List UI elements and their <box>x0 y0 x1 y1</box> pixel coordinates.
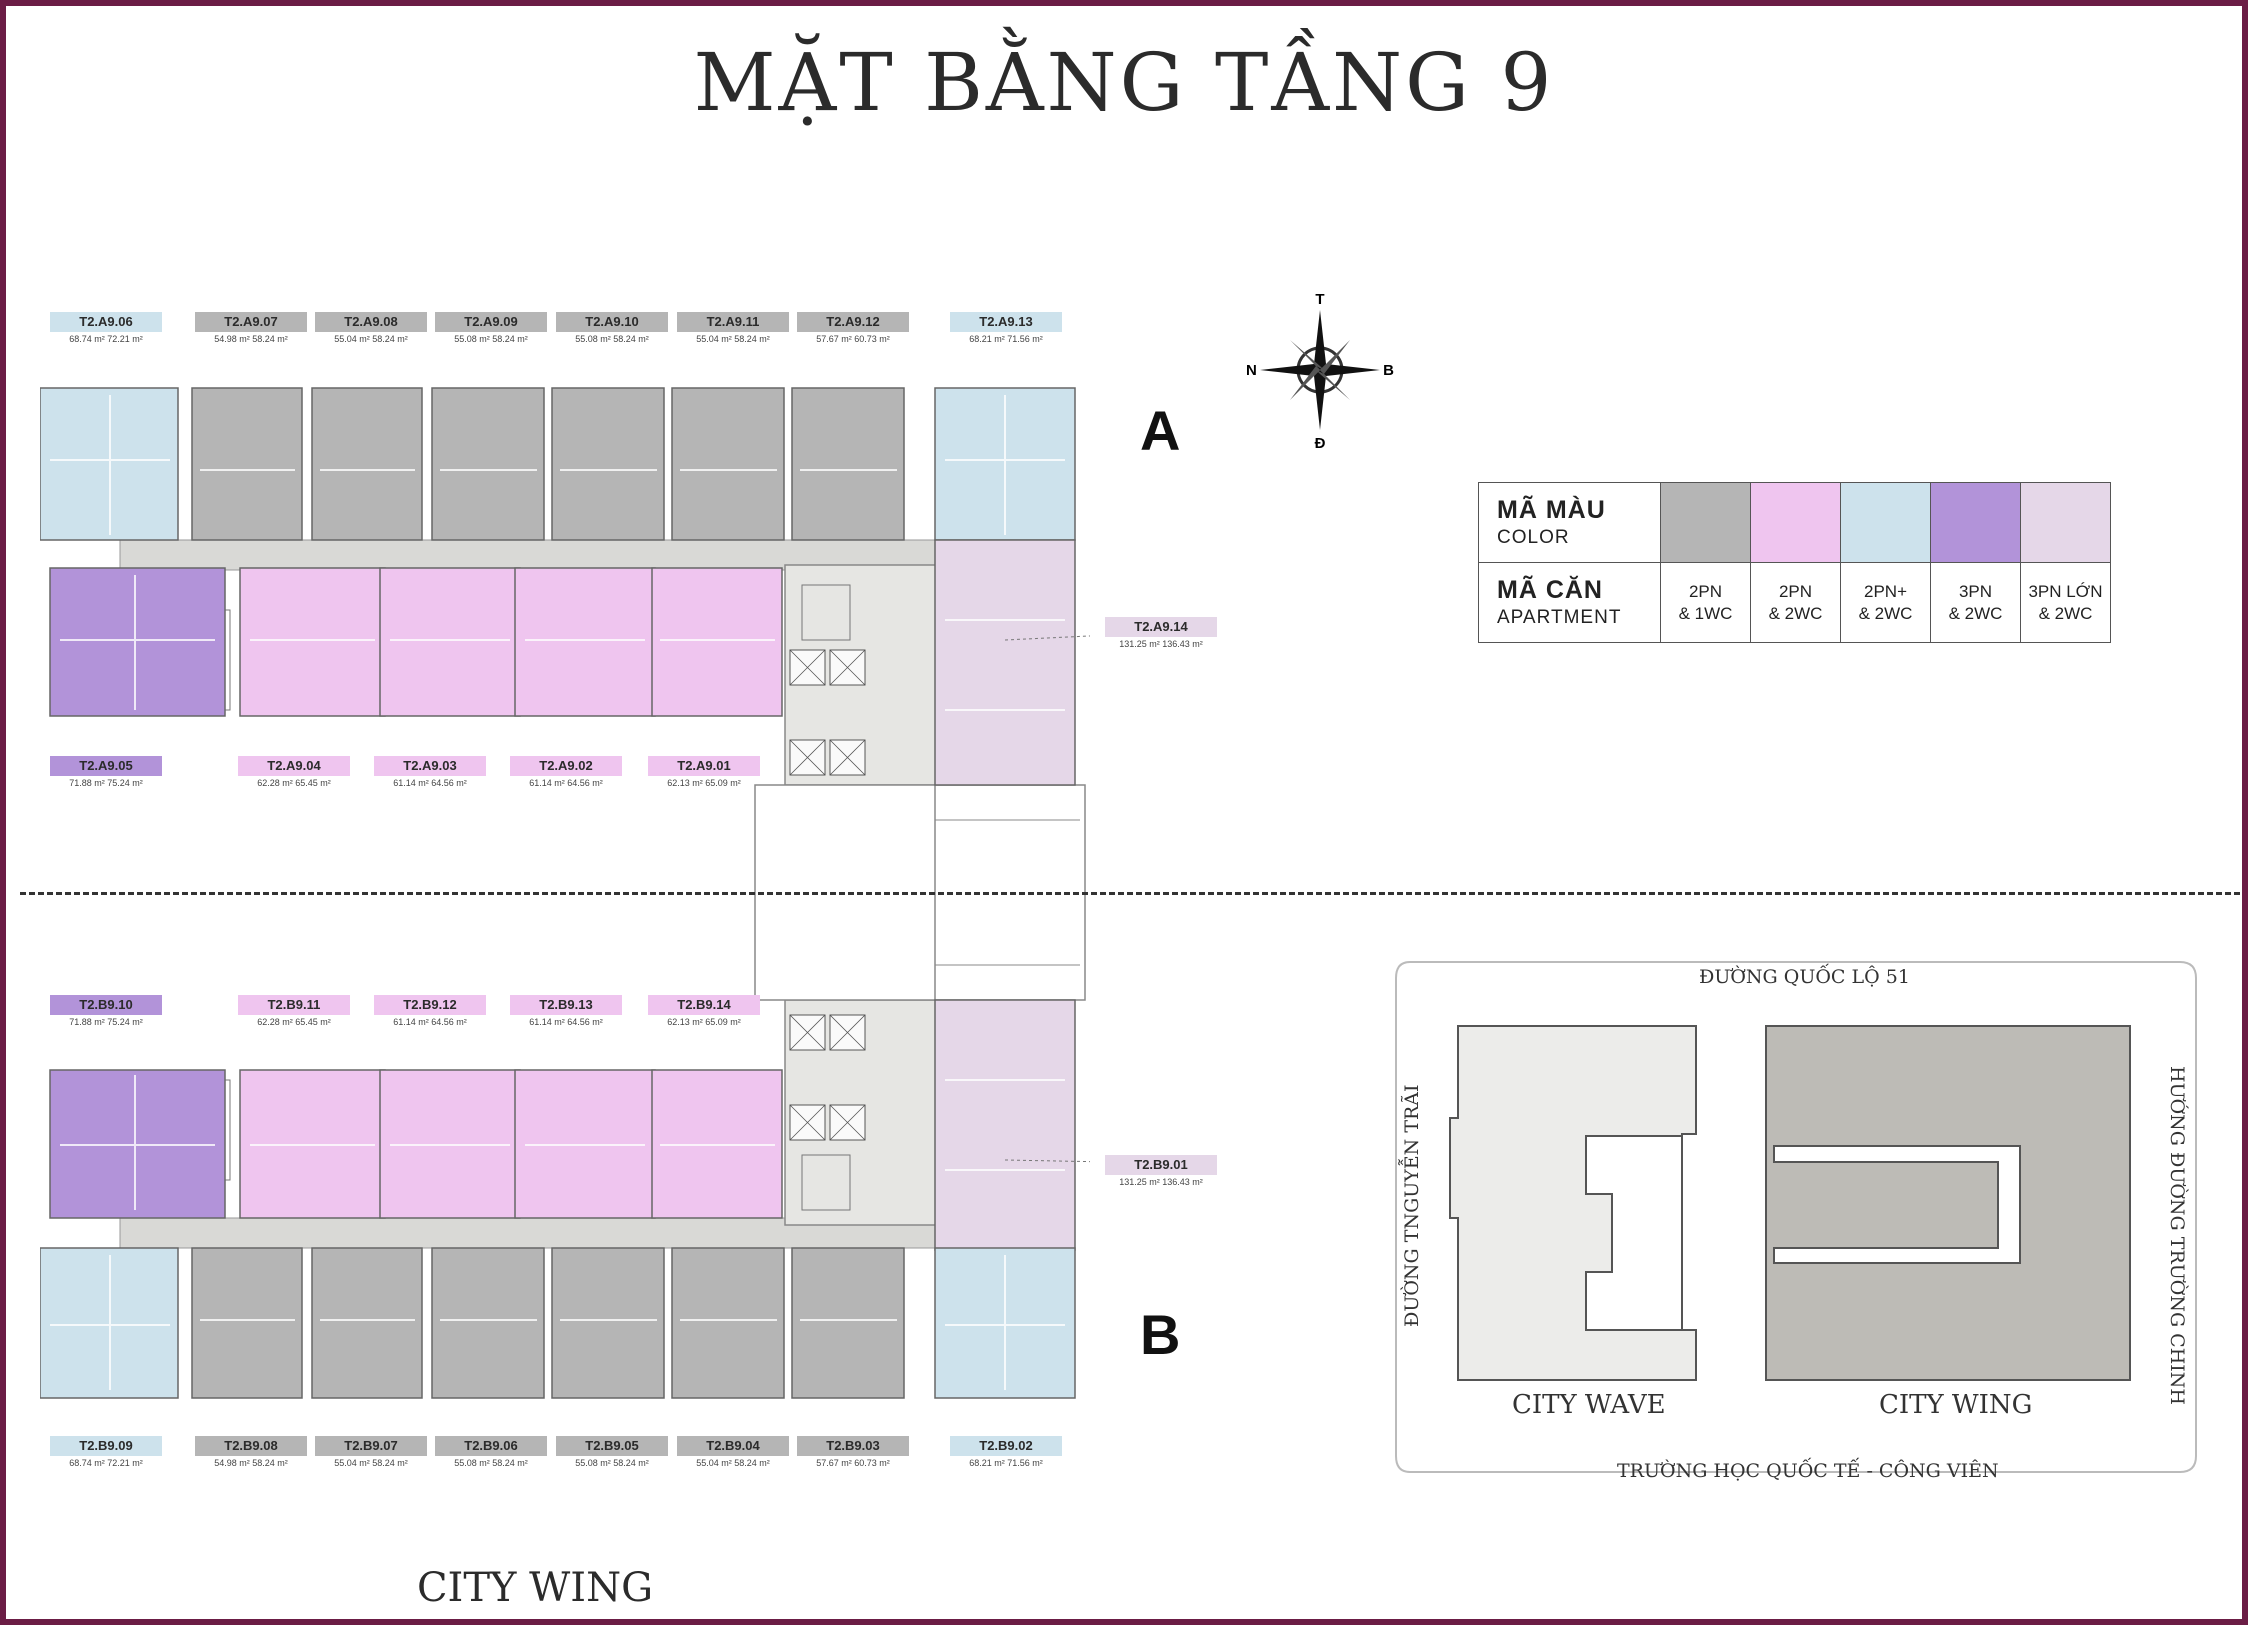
legend-swatch-2pn-1wc <box>1660 482 1751 563</box>
legend-type-2pn-plus: 2PN+& 2WC <box>1840 562 1931 643</box>
compass-rose-icon: T Đ N B <box>1240 290 1400 452</box>
legend-type-3pn-lon: 3PN LỚN& 2WC <box>2020 562 2111 643</box>
site-plan: ĐƯỜNG QUỐC LỘ 51 TRƯỜNG HỌC QUỐC TẾ - CÔ… <box>1392 958 2200 1482</box>
unit-a-02 <box>514 567 656 717</box>
unit-a-12 <box>791 387 905 541</box>
unit-b-07 <box>311 1247 423 1399</box>
road-left-label: ĐƯỜNG TNGUYỄN TRÃI <box>1401 1084 1423 1327</box>
unit-a-01 <box>651 567 783 717</box>
wing-label-a: A <box>1140 399 1181 462</box>
page-title: MẶT BẰNG TẦNG 9 <box>693 36 1555 129</box>
compass-s: Đ <box>1315 435 1326 450</box>
unit-b-08 <box>191 1247 303 1399</box>
unit-b-04 <box>671 1247 785 1399</box>
legend-swatch-2pn-2wc <box>1750 482 1841 563</box>
unit-b-05 <box>551 1247 665 1399</box>
floor-plan <box>40 387 1090 1399</box>
unit-a-14 <box>934 539 1076 786</box>
legend-type-2pn-2wc: 2PN& 2WC <box>1750 562 1841 643</box>
road-bottom-label: TRƯỜNG HỌC QUỐC TẾ - CÔNG VIÊN <box>1617 1460 1999 1482</box>
unit-a-04 <box>239 567 386 717</box>
unit-a-10 <box>551 387 665 541</box>
building-city-wave: CITY WAVE <box>1512 1390 1666 1420</box>
unit-a-08 <box>311 387 423 541</box>
legend-type-3pn: 3PN& 2WC <box>1930 562 2021 643</box>
legend-swatch-3pn <box>1930 482 2021 563</box>
unit-b-01 <box>934 999 1076 1251</box>
wing-divider <box>20 892 2240 895</box>
unit-b-03 <box>791 1247 905 1399</box>
unit-a-07 <box>191 387 303 541</box>
unit-a-05 <box>49 567 226 717</box>
road-top-label: ĐƯỜNG QUỐC LỘ 51 <box>1699 966 1910 988</box>
building-city-wing: CITY WING <box>1879 1390 2033 1420</box>
compass-e: B <box>1383 362 1394 379</box>
unit-a-09 <box>431 387 545 541</box>
road-right-label: HƯỚNG ĐƯỜNG TRƯỜNG CHINH <box>2166 1066 2188 1405</box>
bottom-title: CITY WING <box>416 1565 654 1611</box>
compass-t: T <box>1315 291 1324 308</box>
unit-b-06 <box>431 1247 545 1399</box>
unit-a-03 <box>379 567 521 717</box>
unit-a-11 <box>671 387 785 541</box>
wing-label-b: B <box>1140 1303 1181 1366</box>
legend-swatch-3pn-lon <box>2020 482 2111 563</box>
legend-swatch-2pn-plus <box>1840 482 1931 563</box>
legend-type-2pn-1wc: 2PN& 1WC <box>1660 562 1751 643</box>
compass-n: N <box>1246 362 1257 379</box>
